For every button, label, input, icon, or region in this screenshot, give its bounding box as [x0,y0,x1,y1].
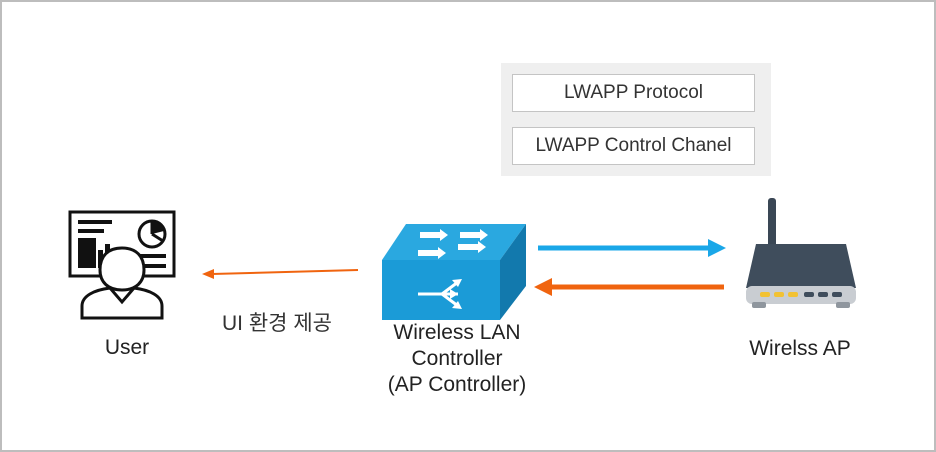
ui-arrow-to-user [202,269,359,279]
control-channel-item: LWAPP Control Chanel [512,127,755,165]
ui-provide-label: UI 환경 제공 [222,312,332,335]
ap-to-wlc-arrow [534,278,724,296]
user-label: User [104,336,150,359]
protocol-item: LWAPP Protocol [512,74,755,112]
wireless-router-icon [746,198,856,308]
protocol-panel: LWAPP Protocol LWAPP Control Chanel [501,63,771,176]
switch-icon [382,224,526,320]
wlc-label-line2: Controller [411,347,503,370]
ap-label: Wirelss AP [749,337,851,360]
wlc-label-line1: Wireless LAN [393,321,521,344]
wlc-label: Wireless LAN Controller (AP Controller) [362,320,552,398]
user-monitor-icon [68,210,176,320]
wlc-label-line3: (AP Controller) [387,373,527,396]
wlc-to-ap-arrow [538,239,726,257]
